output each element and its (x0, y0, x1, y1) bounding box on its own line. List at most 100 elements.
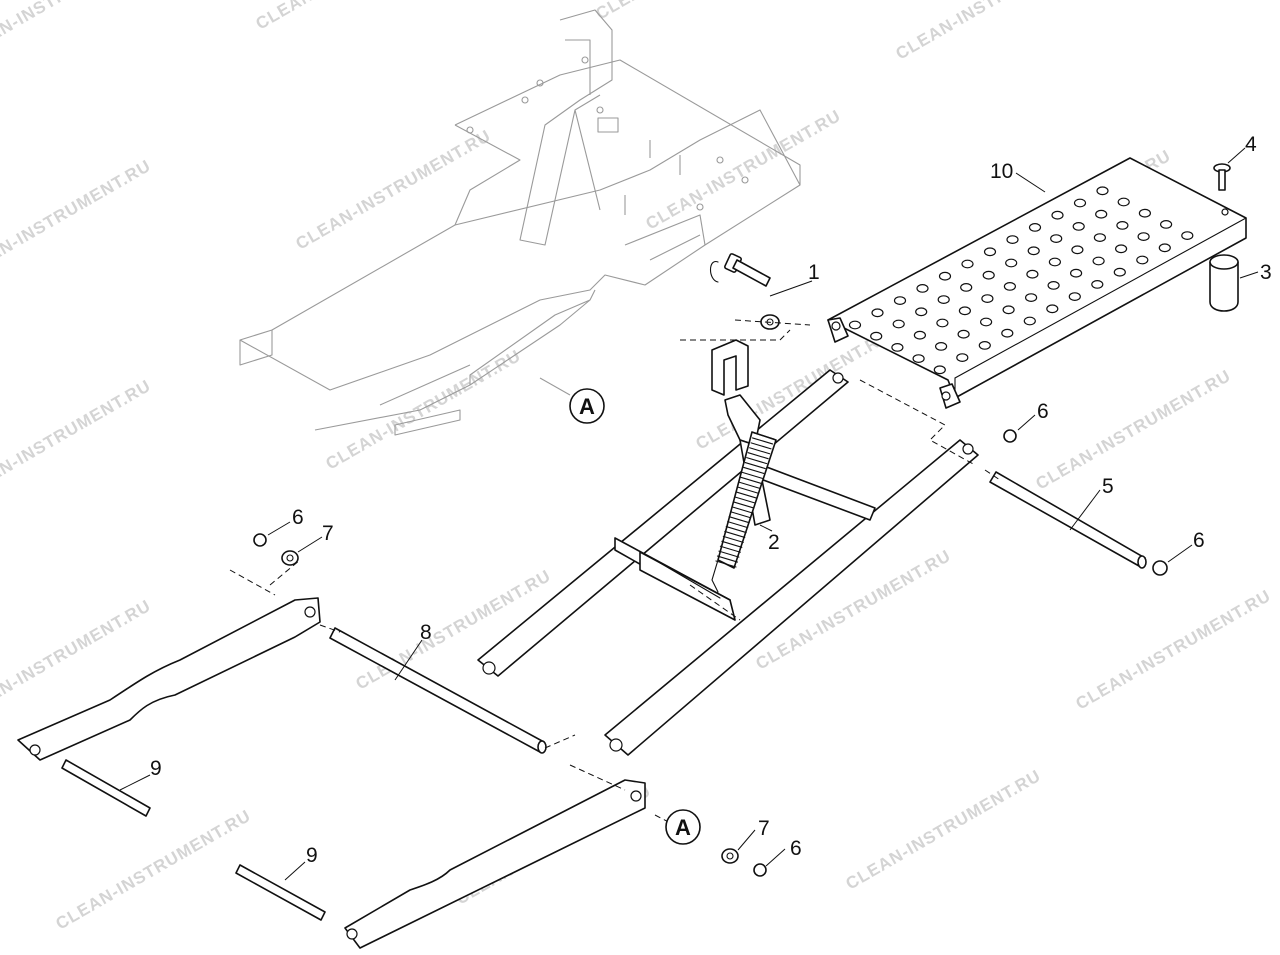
plate-perforation (1091, 280, 1104, 289)
callout-3: 3 (1260, 261, 1272, 284)
spring-coil (718, 550, 740, 558)
plate-perforation (871, 308, 884, 318)
part-9-linkage-arm-lower (344, 779, 646, 949)
callout-4: 4 (1245, 133, 1257, 156)
watermark-text: CLEAN-INSTRUMENT.RU (253, 0, 455, 33)
part-9-pin-left (61, 759, 151, 817)
plate-perforation (1071, 245, 1084, 255)
callout-5: 5 (1102, 475, 1114, 498)
spring-coil (732, 501, 755, 509)
watermark-text: CLEAN-INSTRUMENT.RU (0, 0, 154, 63)
plate-perforation (1023, 316, 1036, 326)
plate-perforation (1028, 222, 1042, 232)
spring-coil (716, 555, 739, 563)
watermark-text: CLEAN-INSTRUMENT.RU (0, 156, 154, 283)
plate-perforation (936, 318, 949, 328)
watermark-text: CLEAN-INSTRUMENT.RU (1033, 366, 1235, 493)
callout-9-left: 9 (150, 757, 162, 780)
callout-6-lower-right: 6 (790, 837, 802, 860)
plate-perforation (916, 284, 929, 293)
plate-perforation (870, 331, 883, 341)
spring-coil (719, 545, 741, 553)
spring-coil (746, 457, 768, 465)
spring-coil (715, 560, 737, 568)
plate-perforation (1051, 210, 1064, 220)
plate-perforation (982, 270, 995, 280)
watermark-text: CLEAN-INSTRUMENT.RU (293, 126, 495, 253)
spring-coil (728, 516, 750, 524)
spring-coil (724, 530, 746, 539)
plate-perforation (915, 307, 928, 317)
plate-perforation (1116, 220, 1129, 230)
plate-perforation (1024, 293, 1038, 303)
callout-8: 8 (420, 621, 432, 644)
plate-perforation (979, 317, 993, 327)
plate-perforation (1114, 244, 1128, 254)
reference-marker-a-lower: A (665, 809, 701, 845)
callout-9-right: 9 (306, 844, 318, 867)
plate-perforation (1047, 281, 1060, 290)
part-1-bolt-assembly (709, 253, 780, 330)
callout-7-upper-left: 7 (322, 522, 334, 545)
spring-coil (744, 461, 766, 470)
part-4-screw (1213, 163, 1231, 191)
spring-coil (753, 432, 775, 440)
part-5-pin (989, 471, 1147, 569)
part-3-rubber-foot (1209, 254, 1239, 312)
u-clip (711, 339, 749, 396)
plate-perforation (1096, 186, 1109, 196)
watermark-text: CLEAN-INSTRUMENT.RU (0, 376, 154, 503)
plate-perforation (1158, 243, 1171, 253)
callout-6-pin5-right: 6 (1193, 529, 1205, 552)
plate-perforation (1002, 305, 1015, 315)
plate-perforation (913, 330, 927, 340)
svg-text:A: A (579, 394, 595, 419)
plate-perforation (961, 259, 974, 269)
plate-perforation (983, 247, 997, 257)
plate-perforation (958, 306, 972, 316)
spring-coil (751, 437, 774, 445)
plate-perforation (912, 354, 925, 364)
plate-perforation (938, 271, 952, 281)
leader-lines (119, 147, 1259, 881)
plate-perforation (1050, 234, 1063, 244)
plate-perforation (1006, 235, 1019, 245)
spring-coil (725, 525, 747, 534)
watermark-text: CLEAN-INSTRUMENT.RU (893, 0, 1095, 63)
spring-coil (721, 540, 743, 548)
plate-perforation (1005, 258, 1018, 268)
plate-perforation (934, 342, 948, 351)
plate-perforation (1159, 219, 1173, 229)
svg-text:A: A (675, 815, 691, 840)
plate-perforation (1137, 232, 1150, 242)
plate-perforation (1117, 197, 1130, 207)
callout-2: 2 (768, 531, 780, 554)
alignment-lines (229, 319, 1001, 829)
callout-6-pin5-left: 6 (1037, 400, 1049, 423)
watermark-text: CLEAN-INSTRUMENT.RU (593, 0, 795, 23)
callout-7-lower-right: 7 (758, 817, 770, 840)
watermark-text: CLEAN-INSTRUMENT.RU (53, 806, 255, 933)
spring-coil (722, 535, 744, 543)
spring-coil (749, 447, 771, 455)
plate-perforation (1136, 255, 1149, 265)
plate-perforation (956, 353, 969, 363)
spring-coil (741, 471, 763, 479)
part-2-spring (711, 431, 777, 593)
spring-coil (740, 476, 762, 484)
plate-perforation (1113, 267, 1126, 277)
watermark-text: CLEAN-INSTRUMENT.RU (843, 766, 1045, 893)
callouts: 1 2 3 4 5 6 6 6 6 7 7 8 9 9 10 (150, 133, 1272, 867)
spring-coil (730, 511, 752, 519)
plate-perforation (978, 341, 991, 350)
plate-perforation (1072, 221, 1085, 231)
reference-marker-a-upper: A (569, 388, 605, 424)
plate-perforation (1095, 209, 1108, 219)
plate-perforation (1027, 246, 1040, 256)
plate-perforation (1138, 208, 1152, 218)
callout-6-upper-left: 6 (292, 506, 304, 529)
plate-perforation (891, 343, 904, 352)
spring-coil (738, 481, 760, 489)
spring-coil (750, 442, 772, 450)
watermark-text: CLEAN-INSTRUMENT.RU (643, 106, 845, 233)
